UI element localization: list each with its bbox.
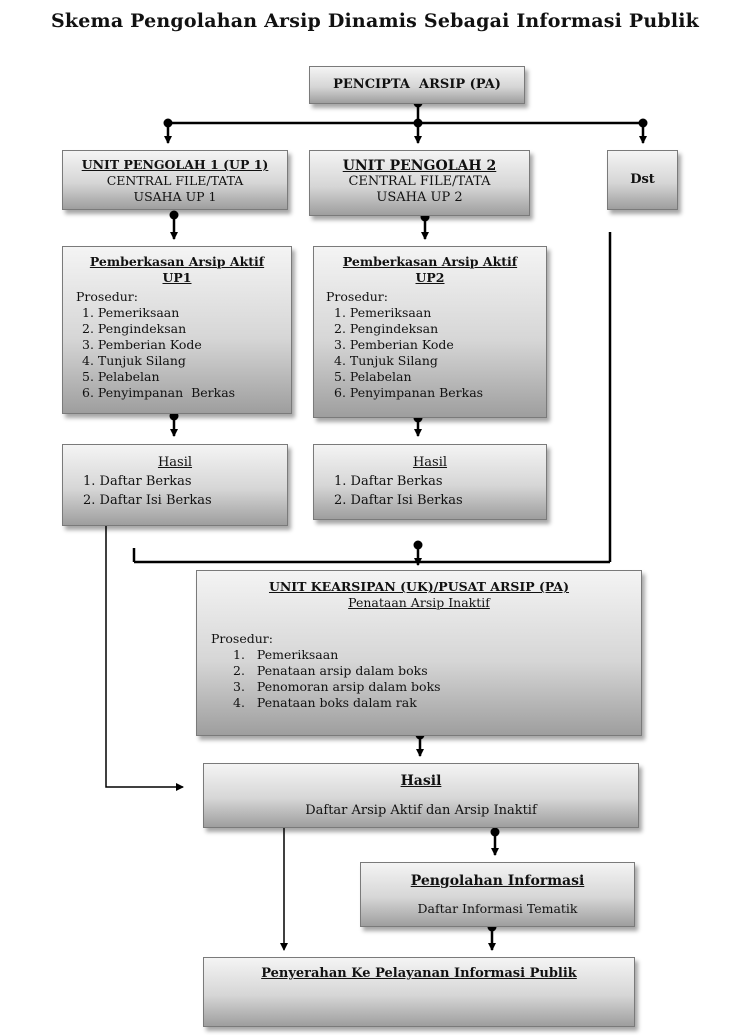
list-item: 4. Tunjuk Silang	[334, 353, 438, 368]
unit-pengolah-2-line2: USAHA UP 2	[376, 190, 463, 205]
pemberkasan-up2-prosedur: Prosedur:	[326, 289, 388, 304]
hasil-main-text: Daftar Arsip Aktif dan Arsip Inaktif	[305, 803, 537, 818]
hasil-up2-title: Hasil	[412, 455, 448, 470]
unit-pengolah-1-line2: USAHA UP 1	[133, 189, 217, 204]
hasil-main-box: Hasil Daftar Arsip Aktif dan Arsip Inakt…	[203, 763, 639, 828]
unit-pengolah-1-line1: CENTRAL FILE/TATA	[106, 173, 244, 188]
hasil-up1-box: Hasil 1. Daftar Berkas 2. Daftar Isi Ber…	[62, 444, 288, 526]
list-item: 1. Pemeriksaan	[334, 305, 432, 320]
pemberkasan-up2-title-unit: UP2	[415, 270, 445, 285]
hasil-up2-box: Hasil 1. Daftar Berkas 2. Daftar Isi Ber…	[313, 444, 547, 520]
list-item: 2. Penataan arsip dalam boks	[233, 663, 428, 678]
unit-kearsipan-list: 1. Pemeriksaan 2. Penataan arsip dalam b…	[211, 647, 641, 711]
penyerahan-box: Penyerahan Ke Pelayanan Informasi Publik	[203, 957, 635, 1027]
list-item: 6. Penyimpanan Berkas	[82, 385, 236, 400]
hasil-main-title: Hasil	[400, 773, 442, 789]
unit-pengolah-2-line1: CENTRAL FILE/TATA	[348, 174, 491, 189]
list-item: 4. Penataan boks dalam rak	[233, 695, 417, 710]
list-item: 2. Pengindeksan	[82, 321, 187, 336]
unit-kearsipan-title: UNIT KEARSIPAN (UK)/PUSAT ARSIP (PA)	[268, 579, 570, 594]
pemberkasan-up2-title: Pemberkasan Arsip Aktif	[342, 254, 518, 269]
pencipta-arsip-label: PENCIPTA ARSIP (PA)	[333, 77, 501, 92]
unit-kearsipan-subtitle: Penataan Arsip Inaktif	[348, 595, 490, 610]
list-item: 5. Pelabelan	[334, 369, 412, 384]
list-item: 2. Daftar Isi Berkas	[334, 493, 463, 508]
unit-pengolah-1-box: UNIT PENGOLAH 1 (UP 1) CENTRAL FILE/TATA…	[62, 150, 288, 210]
pemberkasan-up1-title: Pemberkasan Arsip Aktif	[89, 254, 265, 269]
penyerahan-title: Penyerahan Ke Pelayanan Informasi Publik	[261, 966, 577, 981]
pemberkasan-up1-prosedur: Prosedur:	[76, 289, 138, 304]
dst-label: Dst	[630, 172, 655, 187]
pemberkasan-up1-title-unit: UP1	[162, 270, 192, 285]
list-item: 1. Pemeriksaan	[233, 647, 339, 662]
pengolahan-informasi-box: Pengolahan Informasi Daftar Informasi Te…	[360, 862, 635, 927]
diagram-title: Skema Pengolahan Arsip Dinamis Sebagai I…	[50, 10, 700, 32]
list-item: 1. Daftar Berkas	[334, 474, 443, 489]
unit-pengolah-2-box: UNIT PENGOLAH 2 CENTRAL FILE/TATA USAHA …	[309, 150, 530, 216]
dst-box: Dst	[607, 150, 678, 210]
unit-pengolah-2-title: UNIT PENGOLAH 2	[342, 158, 497, 174]
pengolahan-informasi-title: Pengolahan Informasi	[410, 873, 585, 889]
list-item: 3. Penomoran arsip dalam boks	[233, 679, 441, 694]
pemberkasan-up1-box: Pemberkasan Arsip Aktif UP1 Prosedur: 1.…	[62, 246, 292, 414]
list-item: 3. Pemberian Kode	[82, 337, 202, 352]
pemberkasan-up2-list: 1. Pemeriksaan 2. Pengindeksan 3. Pember…	[326, 305, 546, 401]
unit-kearsipan-box: UNIT KEARSIPAN (UK)/PUSAT ARSIP (PA) Pen…	[196, 570, 642, 736]
list-item: 2. Daftar Isi Berkas	[83, 493, 212, 508]
list-item: 3. Pemberian Kode	[334, 337, 454, 352]
list-item: 5. Pelabelan	[82, 369, 160, 384]
list-item: 1. Daftar Berkas	[83, 474, 192, 489]
hasil-up1-title: Hasil	[157, 455, 193, 470]
pencipta-arsip-box: PENCIPTA ARSIP (PA)	[309, 66, 525, 104]
pengolahan-informasi-text: Daftar Informasi Tematik	[417, 901, 578, 916]
pemberkasan-up1-list: 1. Pemeriksaan 2. Pengindeksan 3. Pember…	[76, 305, 291, 401]
list-item: 4. Tunjuk Silang	[82, 353, 186, 368]
list-item: 6. Penyimpanan Berkas	[334, 385, 484, 400]
unit-pengolah-1-title: UNIT PENGOLAH 1 (UP 1)	[81, 157, 269, 172]
unit-kearsipan-prosedur: Prosedur:	[211, 631, 273, 646]
list-item: 1. Pemeriksaan	[82, 305, 180, 320]
list-item: 2. Pengindeksan	[334, 321, 439, 336]
pemberkasan-up2-box: Pemberkasan Arsip Aktif UP2 Prosedur: 1.…	[313, 246, 547, 418]
